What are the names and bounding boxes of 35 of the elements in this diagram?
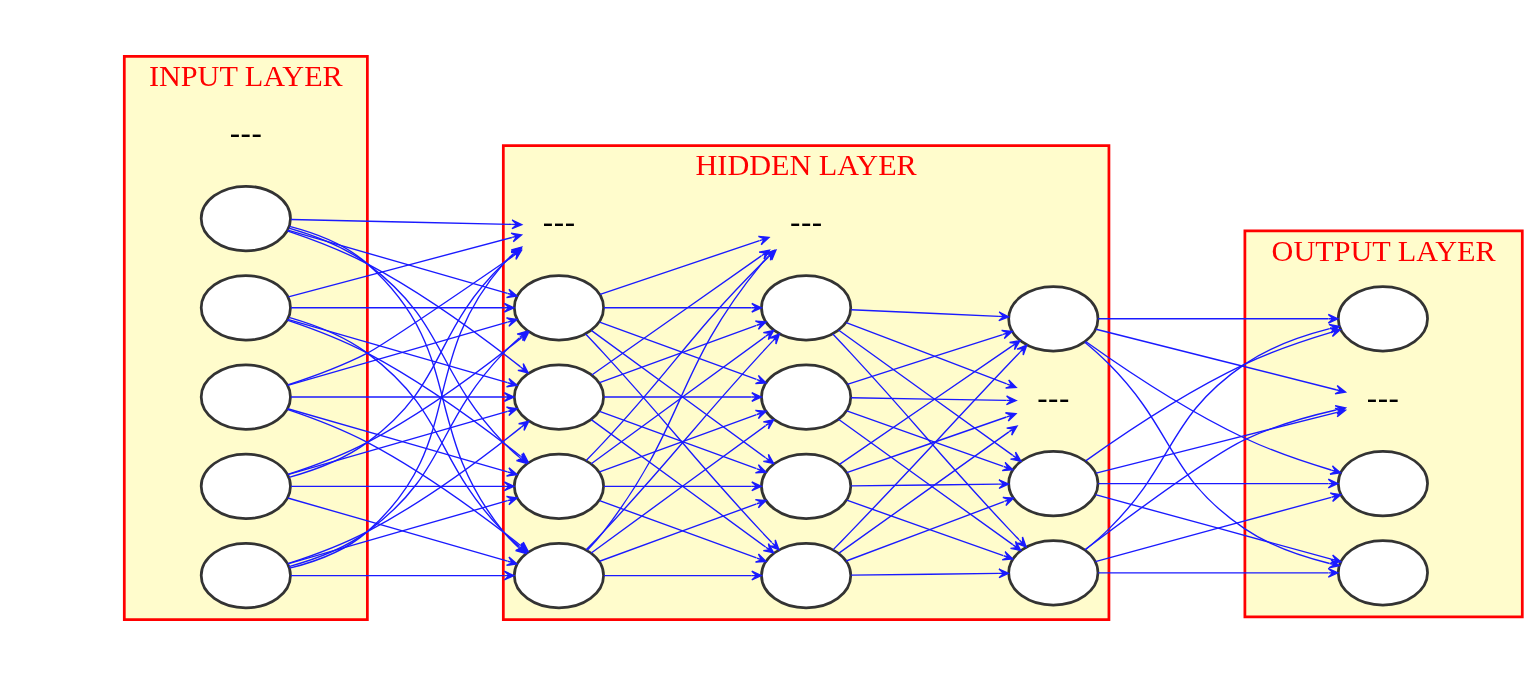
arrow <box>1097 313 1339 324</box>
arrow <box>850 395 1017 406</box>
arrow <box>850 309 1010 322</box>
arrow <box>1084 327 1342 462</box>
arrow <box>850 568 1010 579</box>
arrow <box>603 570 763 581</box>
arrow <box>1097 567 1339 578</box>
arrow <box>603 302 763 313</box>
arrow <box>290 218 523 230</box>
arrow <box>290 392 515 403</box>
node-circle <box>1336 285 1429 353</box>
node-text: --- <box>229 115 263 151</box>
arrow <box>590 329 775 465</box>
arrow <box>290 302 515 313</box>
node-circle <box>1336 539 1429 607</box>
node-text: --- <box>542 205 576 241</box>
arrow <box>1084 340 1342 475</box>
node-circle <box>199 541 292 610</box>
arrow <box>846 329 1013 385</box>
arrow <box>290 481 515 492</box>
arrow <box>845 321 1017 389</box>
arrow <box>850 479 1010 490</box>
arrow <box>1095 328 1347 395</box>
node-text: --- <box>1366 380 1400 416</box>
node-text: --- <box>789 205 823 241</box>
node-circle <box>199 363 292 431</box>
arrow <box>603 392 763 403</box>
arrow <box>290 570 515 581</box>
node-circle <box>199 184 292 253</box>
node-circle <box>199 452 292 520</box>
node-circle <box>1336 449 1429 518</box>
arrow <box>1097 478 1339 489</box>
node-text: --- <box>1036 380 1070 416</box>
node-circle <box>199 274 292 342</box>
arrow <box>603 481 763 492</box>
